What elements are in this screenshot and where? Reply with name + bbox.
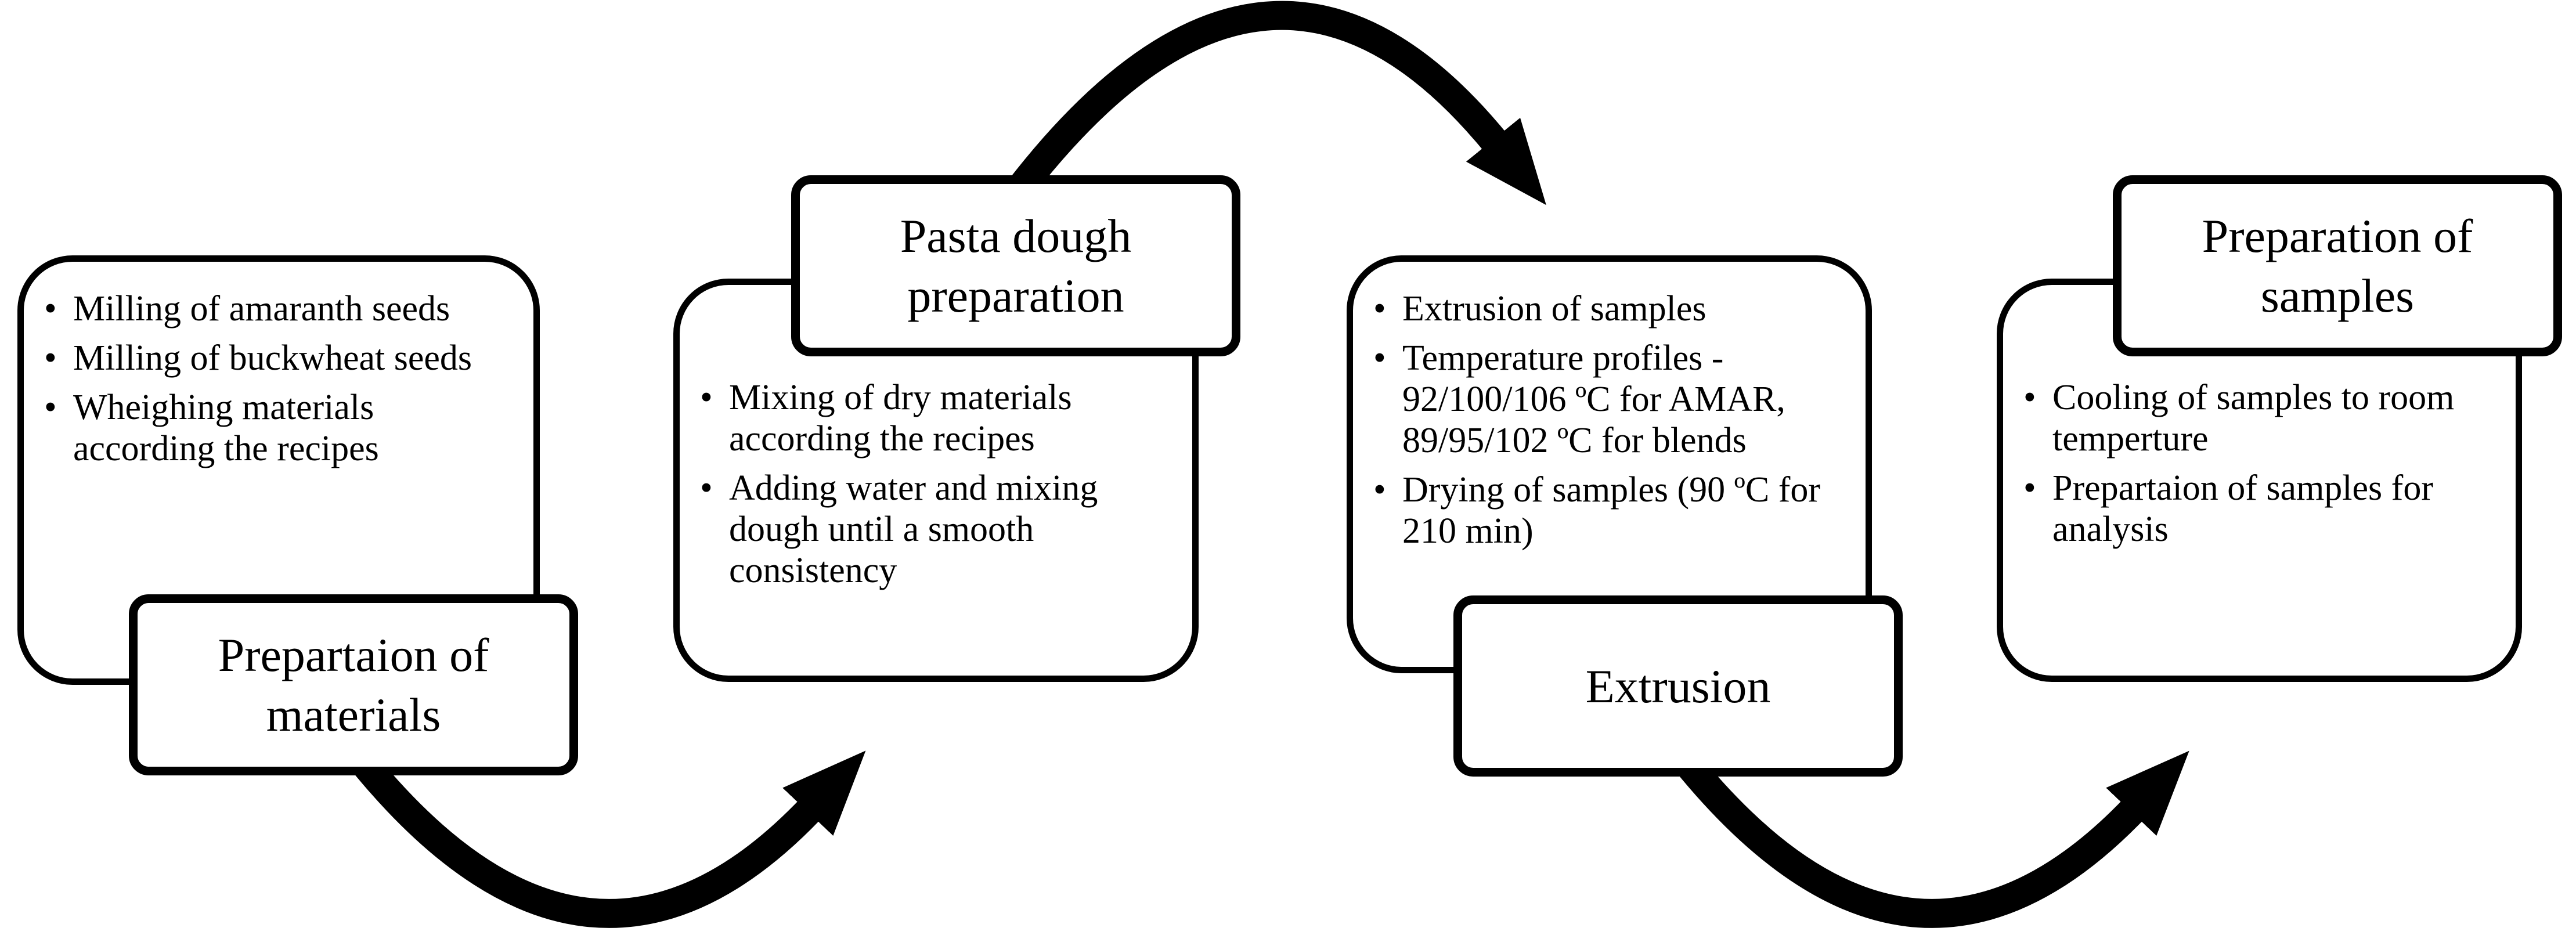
bullet-item: • Milling of buckwheat seeds [44, 338, 519, 379]
stage2-bullet-list: • Mixing of dry materials according the … [700, 377, 1178, 591]
bullet-icon: • [700, 468, 713, 508]
bullet-icon: • [1373, 289, 1386, 328]
stage4-bullet-list: • Cooling of samples to room temperture … [2023, 377, 2501, 550]
stage3-title: Extrusion [1585, 659, 1771, 713]
stage1-bullet-list: • Milling of amaranth seeds • Milling of… [44, 288, 519, 470]
bullet-text: Milling of buckwheat seeds [73, 338, 472, 378]
bullet-icon: • [1373, 338, 1386, 378]
bullet-item: • Adding water and mixing dough until a … [700, 468, 1178, 591]
bullet-icon: • [44, 289, 57, 328]
bullet-text: Temperature profiles - 92/100/106 ºC for… [1402, 338, 1785, 460]
bullet-text: Drying of samples (90 ºC for 210 min) [1402, 470, 1821, 551]
bullet-icon: • [700, 378, 713, 417]
stage3-bullet-list: • Extrusion of samples • Temperature pro… [1373, 288, 1866, 552]
arrow-stage1-to-stage2-icon [344, 743, 866, 928]
bullet-text: Wheighing materials according the recipe… [73, 388, 379, 468]
arrow-stage2-to-stage3-icon [1000, 1, 1546, 210]
bullet-icon: • [2023, 468, 2036, 508]
stage1-title: Prepartaion of materials [218, 629, 489, 741]
stage2-title: Pasta dough preparation [900, 210, 1132, 322]
bullet-item: • Wheighing materials according the reci… [44, 387, 519, 470]
bullet-icon: • [44, 338, 57, 378]
stage1-details-box: • Milling of amaranth seeds • Milling of… [17, 255, 540, 685]
stage2-title-box: Pasta dough preparation [791, 175, 1240, 356]
stage3-title-box: Extrusion [1453, 595, 1903, 777]
bullet-item: • Prepartaion of samples for analysis [2023, 468, 2501, 550]
stage4-title: Preparation of samples [2202, 210, 2473, 322]
arrow-stage3-to-stage4-icon [1667, 743, 2189, 928]
bullet-icon: • [44, 388, 57, 427]
bullet-text: Cooling of samples to room temperture [2052, 378, 2455, 459]
stage4-title-box: Preparation of samples [2113, 175, 2562, 356]
bullet-item: • Temperature profiles - 92/100/106 ºC f… [1373, 338, 1866, 461]
stage3-details-box: • Extrusion of samples • Temperature pro… [1347, 255, 1872, 673]
bullet-icon: • [2023, 378, 2036, 417]
bullet-text: Milling of amaranth seeds [73, 289, 450, 328]
bullet-item: • Mixing of dry materials according the … [700, 377, 1178, 460]
bullet-text: Adding water and mixing dough until a sm… [729, 468, 1098, 590]
bullet-item: • Drying of samples (90 ºC for 210 min) [1373, 470, 1866, 552]
stage1-title-box: Prepartaion of materials [129, 594, 578, 775]
bullet-text: Mixing of dry materials according the re… [729, 378, 1072, 459]
bullet-text: Extrusion of samples [1402, 289, 1706, 328]
bullet-item: • Cooling of samples to room temperture [2023, 377, 2501, 460]
bullet-item: • Extrusion of samples [1373, 288, 1866, 330]
bullet-text: Prepartaion of samples for analysis [2052, 468, 2433, 549]
bullet-icon: • [1373, 470, 1386, 510]
bullet-item: • Milling of amaranth seeds [44, 288, 519, 330]
